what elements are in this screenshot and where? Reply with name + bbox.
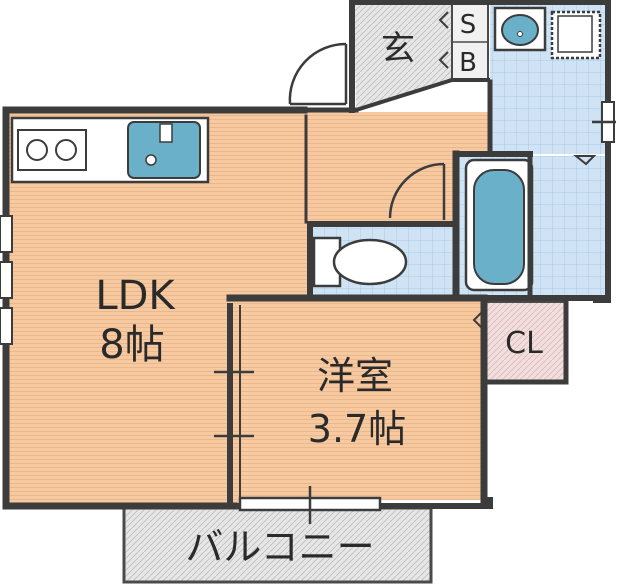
shoebox: S B	[451, 3, 489, 81]
bath-door-marker	[573, 155, 597, 166]
shoebox-top: S	[460, 10, 477, 40]
western-room: 洋室 3.7帖	[236, 300, 484, 500]
balcony-window	[238, 486, 382, 524]
toilet-door-icon	[388, 162, 446, 220]
ldk-name: LDK	[95, 273, 176, 319]
kitchen-counter	[10, 116, 210, 184]
shoebox-door-marks	[438, 11, 449, 69]
ldk-left-windows	[0, 215, 13, 345]
closet: CL	[483, 301, 566, 383]
western-size: 3.7帖	[308, 407, 406, 451]
bathtub-icon	[473, 169, 525, 285]
ldk-size: 8帖	[99, 322, 164, 368]
sliding-door-partition	[214, 370, 254, 438]
toilet-room	[312, 226, 456, 296]
washroom-window	[592, 101, 616, 143]
balcony: バルコニー	[122, 506, 433, 584]
entrance-door-icon	[288, 42, 348, 106]
stove-icon	[17, 129, 87, 171]
washroom	[490, 4, 606, 154]
washbasin-icon	[493, 6, 547, 52]
entrance-label: 玄	[381, 29, 415, 69]
entrance: 玄	[354, 4, 452, 110]
closet-door-marker	[472, 309, 485, 331]
closet-label: CL	[505, 326, 543, 361]
western-name: 洋室	[317, 354, 393, 398]
kitchen-sink-icon	[127, 121, 201, 179]
balcony-label: バルコニー	[185, 525, 374, 569]
toilet-icon	[312, 236, 408, 288]
washing-machine-icon	[550, 10, 602, 60]
shoebox-bottom: B	[459, 48, 477, 78]
